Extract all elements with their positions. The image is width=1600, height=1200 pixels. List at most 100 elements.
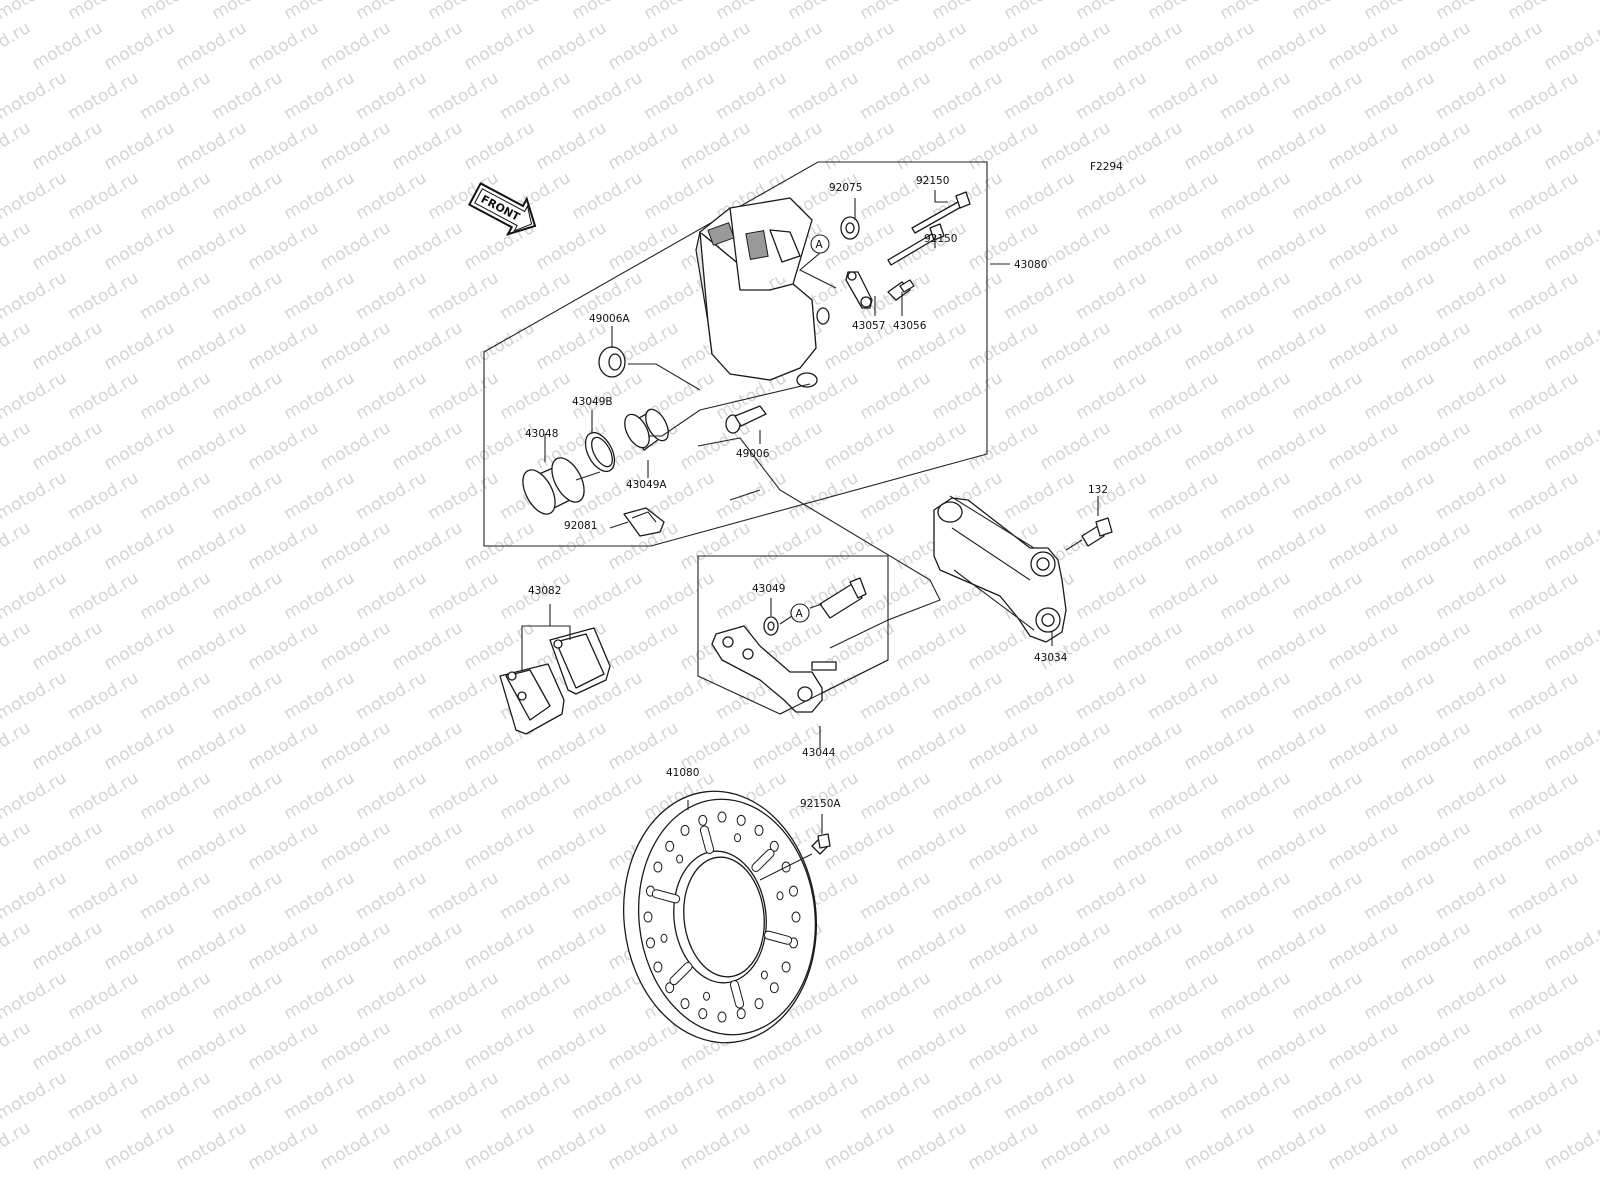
watermark-text: motod.ru	[1433, 68, 1511, 124]
watermark-text: motod.ru	[1361, 368, 1439, 424]
watermark-text: motod.ru	[857, 68, 935, 124]
watermark-text: motod.ru	[0, 418, 34, 474]
watermark-text: motod.ru	[245, 518, 323, 574]
watermark-text: motod.ru	[1253, 618, 1331, 674]
watermark-text: motod.ru	[29, 718, 107, 774]
watermark-text: motod.ru	[1397, 618, 1475, 674]
watermark-text: motod.ru	[1145, 268, 1223, 324]
watermark-text: motod.ru	[389, 218, 467, 274]
watermark-text: motod.ru	[317, 218, 395, 274]
support-bracket-43044-part	[711, 625, 837, 713]
watermark-text: motod.ru	[749, 18, 827, 74]
watermark-text: motod.ru	[965, 918, 1043, 974]
label-43049B: 43049B	[572, 396, 613, 408]
pin-92150-lower-part	[887, 223, 945, 266]
watermark-text: motod.ru	[1217, 968, 1295, 1024]
spring-92081-part	[623, 507, 665, 537]
watermark-text: motod.ru	[245, 218, 323, 274]
watermark-text: motod.ru	[569, 568, 647, 624]
watermark-text: motod.ru	[425, 1068, 503, 1124]
disc-vent-hole	[680, 998, 690, 1010]
caliper-assembly-outline	[483, 161, 988, 547]
watermark-text: motod.ru	[281, 268, 359, 324]
watermark-text: motod.ru	[1541, 618, 1600, 674]
reference-circle-a-lower: A	[790, 603, 810, 623]
watermark-text: motod.ru	[1073, 368, 1151, 424]
watermark-text: motod.ru	[1073, 268, 1151, 324]
watermark-text: motod.ru	[821, 1018, 899, 1074]
watermark-text: motod.ru	[137, 0, 215, 24]
watermark-text: motod.ru	[1397, 218, 1475, 274]
watermark-text: motod.ru	[497, 868, 575, 924]
watermark-text: motod.ru	[1037, 418, 1115, 474]
brake-disc-41080-part	[622, 790, 818, 1044]
watermark-text: motod.ru	[1397, 918, 1475, 974]
watermark-text: motod.ru	[0, 1018, 34, 1074]
watermark-text: motod.ru	[425, 268, 503, 324]
watermark-text: motod.ru	[893, 418, 971, 474]
watermark-text: motod.ru	[857, 668, 935, 724]
watermark-text: motod.ru	[29, 1018, 107, 1074]
watermark-text: motod.ru	[0, 768, 70, 824]
watermark-text: motod.ru	[929, 0, 1007, 24]
watermark-text: motod.ru	[101, 218, 179, 274]
watermark-text: motod.ru	[1505, 468, 1583, 524]
watermark-text: motod.ru	[965, 818, 1043, 874]
watermark-text: motod.ru	[1181, 318, 1259, 374]
watermark-text: motod.ru	[1397, 718, 1475, 774]
watermark-text: motod.ru	[137, 68, 215, 124]
watermark-layer: motod.rumotod.rumotod.rumotod.rumotod.ru…	[0, 0, 1600, 1174]
watermark-text: motod.ru	[1145, 468, 1223, 524]
watermark-text: motod.ru	[1217, 768, 1295, 824]
watermark-text: motod.ru	[569, 168, 647, 224]
watermark-text: motod.ru	[173, 218, 251, 274]
watermark-text: motod.ru	[389, 918, 467, 974]
watermark-text: motod.ru	[1073, 768, 1151, 824]
watermark-text: motod.ru	[857, 868, 935, 924]
watermark-text: motod.ru	[281, 68, 359, 124]
watermark-text: motod.ru	[209, 168, 287, 224]
watermark-text: motod.ru	[1469, 918, 1547, 974]
watermark-text: motod.ru	[1469, 1118, 1547, 1174]
watermark-text: motod.ru	[857, 468, 935, 524]
watermark-text: motod.ru	[1469, 818, 1547, 874]
watermark-text: motod.ru	[0, 968, 70, 1024]
watermark-text: motod.ru	[281, 468, 359, 524]
watermark-text: motod.ru	[1109, 718, 1187, 774]
watermark-text: motod.ru	[65, 268, 143, 324]
label-43080: 43080	[1014, 259, 1047, 271]
watermark-text: motod.ru	[1037, 1018, 1115, 1074]
watermark-text: motod.ru	[569, 1068, 647, 1124]
watermark-text: motod.ru	[1109, 918, 1187, 974]
watermark-text: motod.ru	[1181, 618, 1259, 674]
watermark-text: motod.ru	[1325, 1018, 1403, 1074]
watermark-text: motod.ru	[65, 468, 143, 524]
watermark-text: motod.ru	[173, 418, 251, 474]
label-92150-top: 92150	[916, 175, 949, 187]
watermark-text: motod.ru	[929, 1068, 1007, 1124]
watermark-text: motod.ru	[605, 618, 683, 674]
watermark-text: motod.ru	[101, 1018, 179, 1074]
watermark-text: motod.ru	[533, 918, 611, 974]
watermark-text: motod.ru	[1541, 218, 1600, 274]
watermark-text: motod.ru	[1037, 718, 1115, 774]
watermark-text: motod.ru	[1073, 668, 1151, 724]
watermark-text: motod.ru	[1289, 568, 1367, 624]
disc-vent-hole	[717, 1011, 727, 1023]
watermark-text: motod.ru	[1505, 668, 1583, 724]
watermark-text: motod.ru	[137, 268, 215, 324]
watermark-text: motod.ru	[893, 718, 971, 774]
watermark-text: motod.ru	[1541, 318, 1600, 374]
watermark-text: motod.ru	[389, 718, 467, 774]
watermark-text: motod.ru	[1505, 768, 1583, 824]
disc-inner-hole	[734, 833, 741, 843]
watermark-text: motod.ru	[1001, 268, 1079, 324]
label-43057: 43057	[852, 320, 885, 332]
watermark-text: motod.ru	[1109, 418, 1187, 474]
watermark-text: motod.ru	[1109, 18, 1187, 74]
seal-43049B-part	[584, 431, 616, 473]
disc-vent-hole	[754, 824, 764, 836]
watermark-text: motod.ru	[1325, 118, 1403, 174]
watermark-text: motod.ru	[1145, 668, 1223, 724]
watermark-text: motod.ru	[1469, 118, 1547, 174]
